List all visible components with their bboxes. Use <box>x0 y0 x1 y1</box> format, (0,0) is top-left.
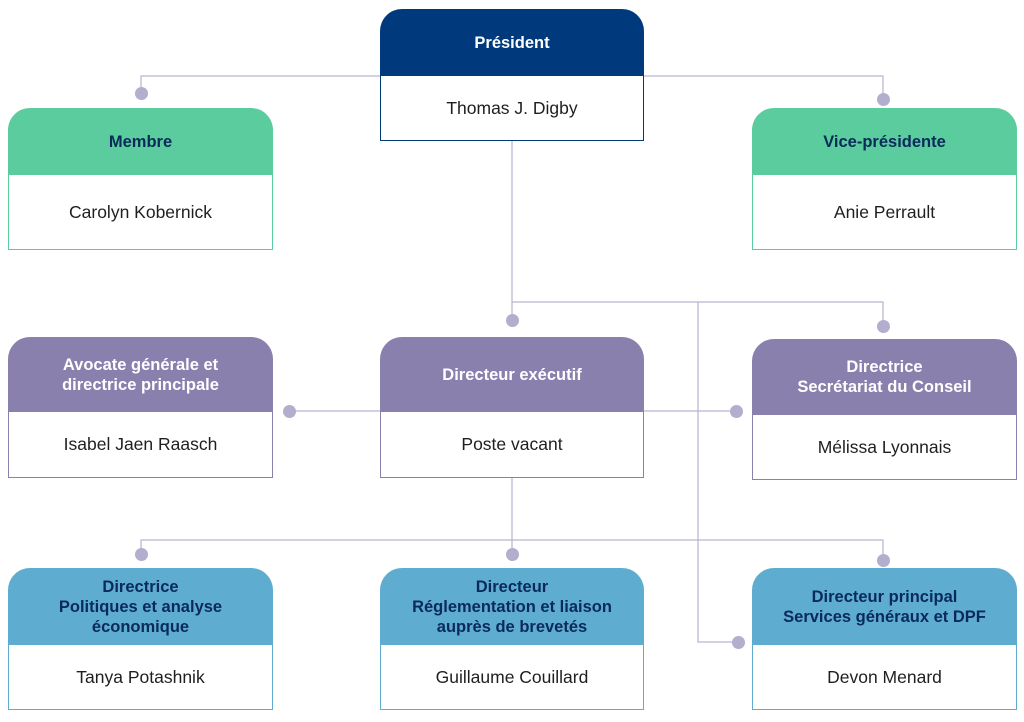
box-vice-president-title: Vice-présidente <box>752 108 1017 175</box>
box-president-name: Thomas J. Digby <box>380 76 644 141</box>
box-general-counsel-name: Isabel Jaen Raasch <box>8 412 273 478</box>
connector-dot <box>876 319 890 333</box>
box-policy-analysis-title: Directrice Politiques et analyse économi… <box>8 568 273 645</box>
box-regulation-liaison-name: Guillaume Couillard <box>380 645 644 710</box>
box-board-secretariat-name: Mélissa Lyonnais <box>752 415 1017 480</box>
box-regulation-liaison-title: Directeur Réglementation et liaison aupr… <box>380 568 644 645</box>
connector-dot <box>729 404 743 418</box>
box-vice-president-name: Anie Perrault <box>752 175 1017 250</box>
box-policy-analysis: Directrice Politiques et analyse économi… <box>8 568 273 710</box>
box-board-secretariat: Directrice Secrétariat du Conseil Méliss… <box>752 339 1017 480</box>
box-regulation-liaison: Directeur Réglementation et liaison aupr… <box>380 568 644 710</box>
connector-president-corporate <box>697 302 738 643</box>
box-executive-director-name: Poste vacant <box>380 412 644 478</box>
box-vice-president: Vice-présidente Anie Perrault <box>752 108 1017 250</box>
connector-dot <box>505 547 519 561</box>
connector-dot <box>134 86 148 100</box>
box-corporate-services-title: Directeur principal Services généraux et… <box>752 568 1017 645</box>
box-policy-analysis-name: Tanya Potashnik <box>8 645 273 710</box>
connector-dot <box>134 547 148 561</box>
connector-dot <box>876 553 890 567</box>
connector-president-vice-president <box>644 75 884 99</box>
connector-dot <box>505 313 519 327</box>
connector-dot <box>731 635 745 649</box>
box-president-title: Président <box>380 9 644 76</box>
box-member: Membre Carolyn Kobernick <box>8 108 273 250</box>
box-executive-director-title: Directeur exécutif <box>380 337 644 412</box>
connector-dot <box>876 92 890 106</box>
box-member-name: Carolyn Kobernick <box>8 175 273 250</box>
box-general-counsel: Avocate générale et directrice principal… <box>8 337 273 478</box>
box-president: Président Thomas J. Digby <box>380 9 644 141</box>
box-corporate-services-name: Devon Menard <box>752 645 1017 710</box>
connector-directors-branch <box>140 539 884 560</box>
connector-dot <box>282 404 296 418</box>
box-member-title: Membre <box>8 108 273 175</box>
box-corporate-services: Directeur principal Services généraux et… <box>752 568 1017 710</box>
box-board-secretariat-title: Directrice Secrétariat du Conseil <box>752 339 1017 415</box>
connector-president-secretariat <box>512 301 884 326</box>
connector-president-member <box>140 75 380 93</box>
box-executive-director: Directeur exécutif Poste vacant <box>380 337 644 478</box>
box-general-counsel-title: Avocate générale et directrice principal… <box>8 337 273 412</box>
